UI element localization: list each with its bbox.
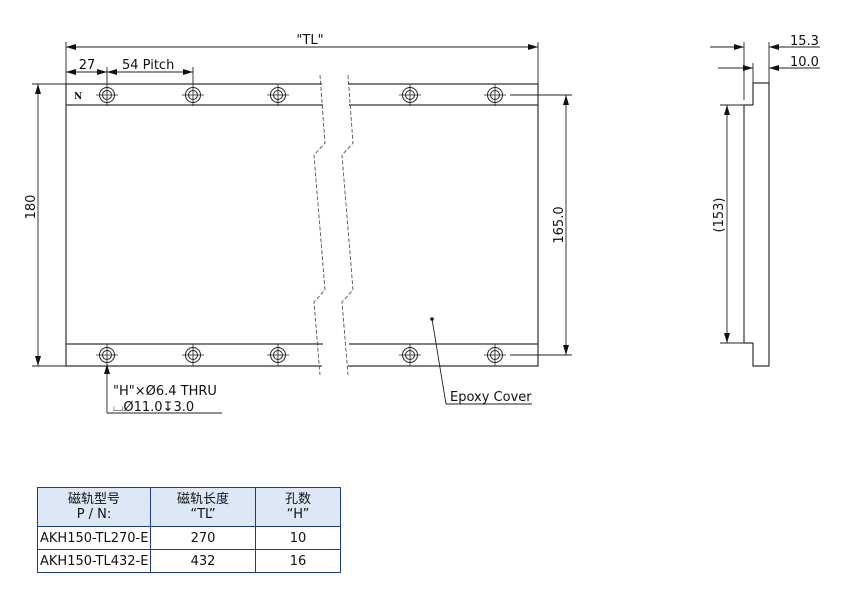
header-sublabel: “TL”: [190, 507, 216, 522]
header-sublabel: P / N:: [76, 507, 112, 522]
hole-note-thru: "H"×Ø6.4 THRU: [113, 384, 217, 399]
table-row: AKH150-TL270-E 270 10: [37, 526, 341, 550]
height-dimension: 180: [24, 195, 39, 220]
inner-height-dimension: (153): [712, 198, 727, 233]
cell-part-number: AKH150-TL270-E: [37, 526, 151, 550]
plate-thickness-dimension: 10.0: [790, 55, 819, 70]
epoxy-cover-label: Epoxy Cover: [450, 390, 532, 405]
cell-hole-count: 16: [255, 549, 341, 573]
cell-hole-count: 10: [255, 526, 341, 550]
header-length: 磁轨长度“TL”: [150, 487, 256, 527]
hole-note-counterbore: ⌴Ø11.0↧3.0: [113, 400, 194, 415]
header-label: 磁轨长度: [176, 492, 229, 507]
header-label: 孔数: [284, 492, 311, 507]
north-pole-mark: N: [74, 92, 82, 102]
cell-length: 432: [150, 549, 256, 573]
header-sublabel: “H”: [286, 507, 310, 522]
cell-length: 270: [150, 526, 256, 550]
table-row: AKH150-TL432-E 432 16: [37, 549, 341, 573]
mounting-holes: [95, 83, 507, 367]
side-view: [743, 82, 770, 367]
front-view: [65, 83, 539, 367]
total-thickness-dimension: 15.3: [790, 34, 819, 49]
header-label: 磁轨型号: [67, 492, 120, 507]
first-offset-dimension: 27: [79, 58, 96, 73]
hole-span-dimension: 165.0: [552, 206, 567, 243]
header-hole-count: 孔数“H”: [255, 487, 341, 527]
pitch-dimension: 54 Pitch: [122, 58, 174, 73]
cell-part-number: AKH150-TL432-E: [37, 549, 151, 573]
tl-dimension: "TL": [296, 33, 323, 48]
break-lines: [313, 74, 354, 376]
